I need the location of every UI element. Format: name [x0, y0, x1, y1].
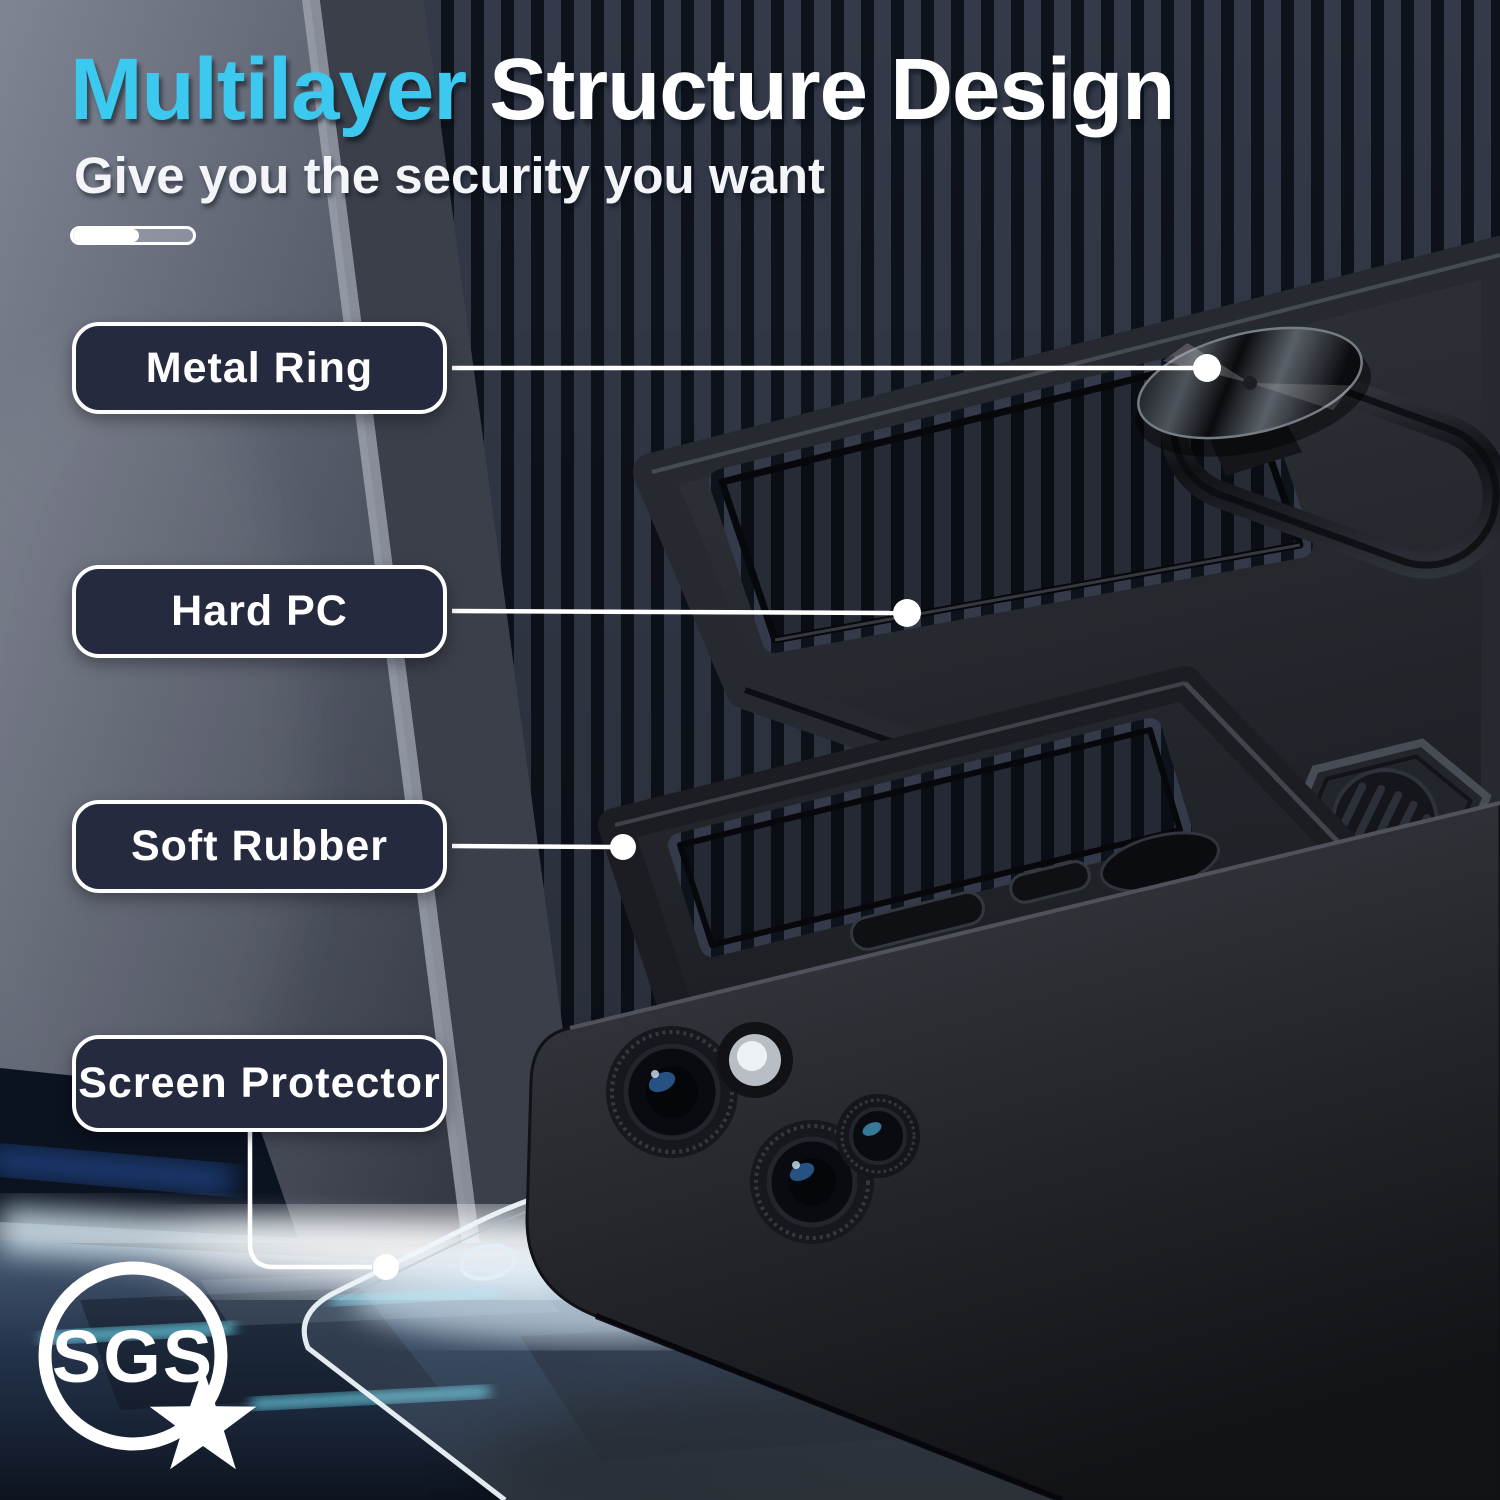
camera-module [606, 1022, 920, 1244]
callout-label: Hard PC [171, 587, 348, 635]
connector-dot-screen-protector [373, 1254, 399, 1280]
callout-connectors [247, 365, 1194, 1270]
glass-camera-hole [459, 1243, 517, 1281]
page-subtitle: Give you the security you want [74, 147, 826, 204]
title-accent: Multilayer [70, 41, 467, 138]
progress-fill [73, 229, 139, 242]
rubber-side-button [1009, 860, 1091, 904]
connector-dot-hard-pc [893, 599, 921, 627]
connector-line-soft-rubber [451, 843, 612, 850]
page-title: Multilayer Structure Design [70, 40, 1175, 140]
sgs-badge: SGS [38, 1261, 257, 1470]
connector-dot-soft-rubber [610, 834, 636, 860]
callout-label: Screen Protector [78, 1059, 441, 1107]
phone-back [525, 801, 1500, 1500]
callout-soft-rubber: Soft Rubber [72, 800, 447, 893]
connector-dot-metal-ring [1193, 354, 1221, 382]
star-icon [149, 1368, 257, 1470]
phone-bottom-edge [594, 1313, 1064, 1500]
phone-body [525, 801, 1500, 1500]
wall-sheen [0, 340, 310, 1180]
plate-top-highlight [651, 253, 1500, 474]
progress-bar [70, 226, 196, 245]
callout-label: Soft Rubber [130, 822, 389, 870]
callout-label: Metal Ring [145, 343, 374, 392]
callout-screen-protector: Screen Protector [72, 1035, 447, 1132]
sgs-circle [38, 1261, 228, 1451]
connector-line-screen-protector [247, 1132, 372, 1270]
rubber-opening-shadow [677, 727, 1183, 948]
connector-line-hard-pc [451, 608, 895, 616]
rubber-side-button [850, 890, 985, 951]
callout-hard-pc: Hard PC [72, 565, 447, 658]
callout-metal-ring: Metal Ring [72, 322, 447, 414]
blue-glow [0, 1145, 235, 1195]
callout-dots [373, 354, 1221, 1280]
wall-transition [320, 0, 592, 1245]
rubber-top-highlight [614, 681, 1186, 827]
sgs-text: SGS [52, 1315, 214, 1398]
cutout-lower-bevel [774, 543, 1301, 642]
phone-top-edge [569, 801, 1500, 1030]
title-rest: Structure Design [466, 41, 1175, 138]
